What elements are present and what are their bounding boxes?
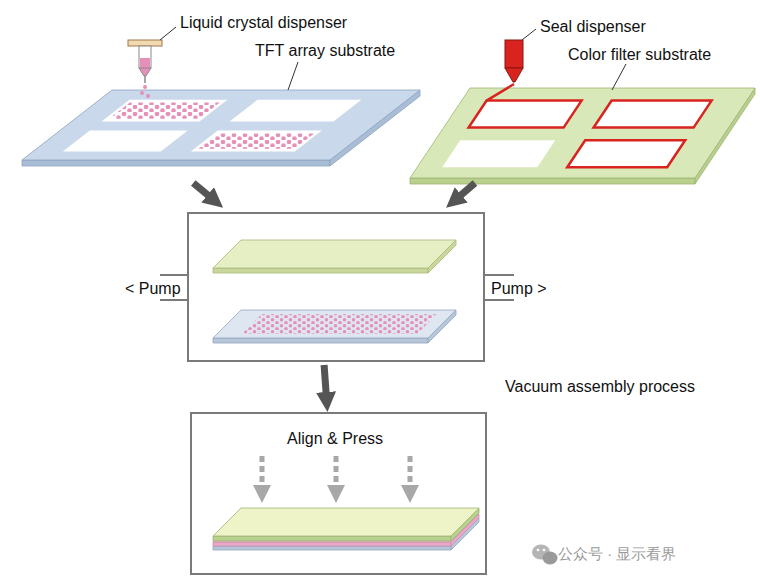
node-text: Color filter substrate [568,46,711,64]
vacuum-chamber: < PumpPump >Vacuum assembly process [187,212,485,362]
watermark: 公众号 · 显示看界 [558,545,676,563]
tft-plate-chamber [213,310,456,343]
seal-dispenser [505,29,536,82]
lc-dispenser [128,27,176,98]
press-box: Align & Press [190,412,487,575]
leader-line [612,64,626,90]
tft-panel: Liquid crystal dispenserTFT array substr… [20,8,405,180]
wechat-icon [532,545,558,565]
color-filter-substrate [410,88,755,184]
node-text: Seal dispenser [540,18,646,36]
flow-arrow [193,183,214,200]
node-text: TFT array substrate [255,42,395,60]
node-text: Liquid crystal dispenser [180,14,347,32]
press-arrow [262,456,410,494]
leader-line [288,62,298,90]
node-text: < Pump [125,280,181,298]
node-text: Align & Press [287,430,383,448]
seal-line [487,84,514,101]
cf-plate-chamber [213,240,456,273]
flow-arrow [455,183,475,200]
cf-panel: Seal dispenserColor filter substrate [405,8,755,180]
node-text: Pump > [491,280,547,298]
tft-substrate [22,90,420,166]
flow-arrow [324,365,327,400]
node-text: Vacuum assembly process [505,378,695,396]
stack-cf [213,508,479,541]
pump-pipe [160,275,514,300]
